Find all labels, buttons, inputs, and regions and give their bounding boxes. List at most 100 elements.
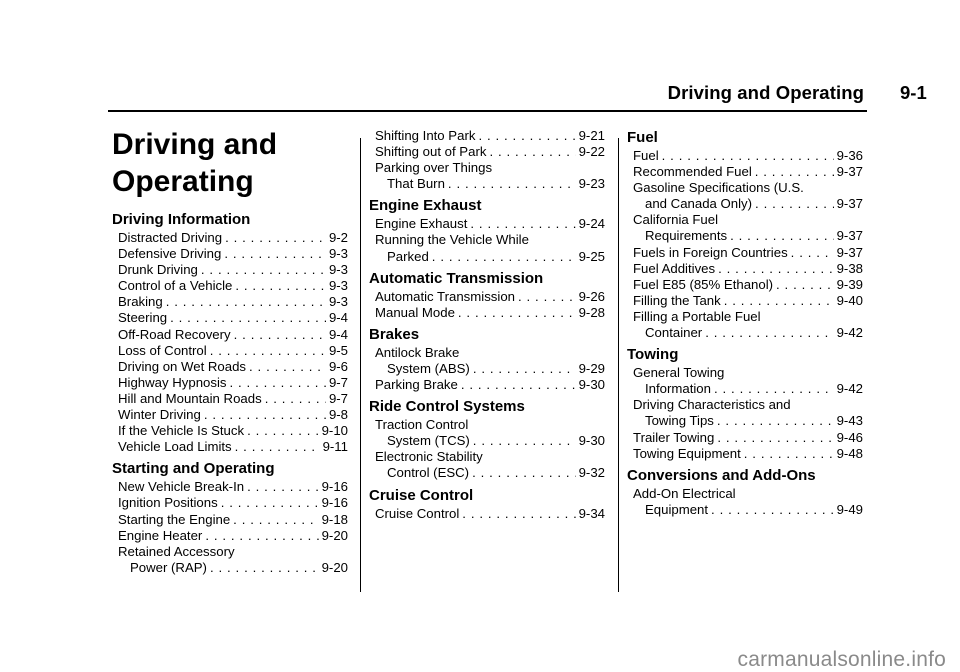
toc-entry-page: 9-29 [578, 360, 605, 376]
toc-entry[interactable]: Manual Mode9-28 [369, 305, 605, 321]
section-heading: Starting and Operating [112, 460, 275, 478]
toc-entry[interactable]: Shifting out of Park9-22 [369, 144, 605, 160]
toc-entry-label-line1: Running the Vehicle While [375, 232, 529, 248]
toc-entry[interactable]: Fuel Additives9-38 [627, 261, 863, 277]
toc-entry[interactable]: General TowingInformation9-42 [627, 365, 863, 397]
dot-leader [791, 245, 834, 261]
dot-leader [462, 506, 575, 522]
toc-entry[interactable]: Winter Driving9-8 [112, 407, 348, 423]
toc-entry[interactable]: Hill and Mountain Roads9-7 [112, 391, 348, 407]
toc-entry[interactable]: Towing Equipment9-48 [627, 446, 863, 462]
toc-entry-page: 9-20 [321, 559, 348, 575]
toc-entry[interactable]: California FuelRequirements9-37 [627, 212, 863, 244]
toc-entry-label: Recommended Fuel [633, 164, 752, 180]
toc-entry[interactable]: New Vehicle Break-In9-16 [112, 479, 348, 495]
toc-entry[interactable]: Filling a Portable FuelContainer9-42 [627, 309, 863, 341]
toc-entry-label-line1: Antilock Brake [375, 344, 460, 360]
toc-entry[interactable]: Fuel E85 (85% Ethanol)9-39 [627, 277, 863, 293]
dot-leader [233, 512, 318, 528]
page-number: 9-1 [900, 82, 927, 103]
toc-entry[interactable]: Ignition Positions9-16 [112, 495, 348, 511]
toc-entry[interactable]: Trailer Towing 9-46 [627, 430, 863, 446]
running-header-title: Driving and Operating [667, 82, 864, 103]
toc-entry[interactable]: Add-On ElectricalEquipment9-49 [627, 486, 863, 518]
section-heading: Driving Information [112, 211, 251, 228]
toc-entry[interactable]: Recommended Fuel 9-37 [627, 164, 863, 180]
toc-entry-page: 9-26 [578, 288, 605, 304]
toc-entry-page: 9-16 [321, 495, 348, 511]
dot-leader [432, 249, 576, 265]
dot-leader [461, 377, 576, 393]
toc-entry[interactable]: Distracted Driving9-2 [112, 230, 348, 246]
toc-entry-label: Steering [118, 310, 168, 326]
toc-entry-page: 9-37 [836, 164, 863, 180]
toc-entry[interactable]: Vehicle Load Limits9-11 [112, 439, 348, 455]
toc-entry-label: Winter Driving [118, 407, 201, 423]
toc-entry-label-line1: Driving Characteristics and [633, 397, 791, 413]
toc-entry[interactable]: Cruise Control9-34 [369, 506, 605, 522]
toc-entry[interactable]: Loss of Control9-5 [112, 343, 348, 359]
header-rule [108, 110, 867, 112]
toc-entry-page: 9-38 [836, 260, 863, 276]
toc-entry-page: 9-30 [578, 433, 605, 449]
toc-entry[interactable]: Starting the Engine9-18 [112, 512, 348, 528]
toc-entry[interactable]: Engine Heater9-20 [112, 528, 348, 544]
toc-entry[interactable]: Gasoline Specifications (U.S.and Canada … [627, 180, 863, 212]
toc-entry[interactable]: Defensive Driving9-3 [112, 246, 348, 262]
dot-leader [265, 391, 326, 407]
dot-leader [458, 305, 576, 321]
toc-entry-page: 9-46 [836, 429, 863, 445]
dot-leader [724, 293, 834, 309]
toc-entry-page: 9-3 [328, 278, 348, 294]
toc-entry-label: Hill and Mountain Roads [118, 390, 262, 406]
toc-entry-page: 9-40 [836, 292, 863, 308]
dot-leader [224, 246, 326, 262]
toc-entry-label: Fuels in Foreign Countries [633, 244, 788, 260]
toc-entry-label: Driving on Wet Roads [118, 358, 247, 374]
toc-entry-page: 9-23 [578, 176, 605, 192]
dot-leader [204, 407, 326, 423]
toc-entry-label: Parking Brake [375, 377, 458, 393]
toc-entry[interactable]: If the Vehicle Is Stuck9-10 [112, 423, 348, 439]
dot-leader [489, 144, 575, 160]
toc-entry[interactable]: Fuel9-36 [627, 148, 863, 164]
toc-entry[interactable]: Braking9-3 [112, 294, 348, 310]
toc-entry-label: Control of a Vehicle [118, 278, 233, 294]
toc-entry[interactable]: Off-Road Recovery9-4 [112, 327, 348, 343]
toc-entry-label: Equipment [645, 501, 709, 517]
dot-leader [744, 446, 834, 462]
toc-entry[interactable]: Highway Hypnosis9-7 [112, 375, 348, 391]
dot-leader [755, 196, 834, 212]
toc-entry-label-line1: Gasoline Specifications (U.S. [633, 180, 804, 196]
toc-entry[interactable]: Shifting Into Park9-21 [369, 128, 605, 144]
dot-leader [170, 310, 326, 326]
dot-leader [473, 433, 576, 449]
toc-entry[interactable]: Control of a Vehicle 9-3 [112, 278, 348, 294]
toc-entry[interactable]: Driving on Wet Roads9-6 [112, 359, 348, 375]
toc-entry-label: System (TCS) [387, 433, 470, 449]
toc-entry[interactable]: Parking Brake9-30 [369, 377, 605, 393]
toc-entry-label: Fuel [633, 148, 659, 163]
toc-entry[interactable]: Running the Vehicle WhileParked9-25 [369, 232, 605, 264]
toc-entry[interactable]: Steering9-4 [112, 310, 348, 326]
toc-entry[interactable]: Fuels in Foreign Countries 9-37 [627, 245, 863, 261]
toc-entry-label: Trailer Towing [633, 429, 715, 445]
toc-entry-page: 9-37 [836, 244, 863, 260]
toc-entry-label-line1: Retained Accessory [118, 543, 235, 559]
toc-entry[interactable]: Engine Exhaust9-24 [369, 216, 605, 232]
toc-entry[interactable]: Filling the Tank9-40 [627, 293, 863, 309]
toc-entry[interactable]: Drunk Driving9-3 [112, 262, 348, 278]
toc-entry[interactable]: Automatic Transmission9-26 [369, 289, 605, 305]
dot-leader [714, 381, 834, 397]
